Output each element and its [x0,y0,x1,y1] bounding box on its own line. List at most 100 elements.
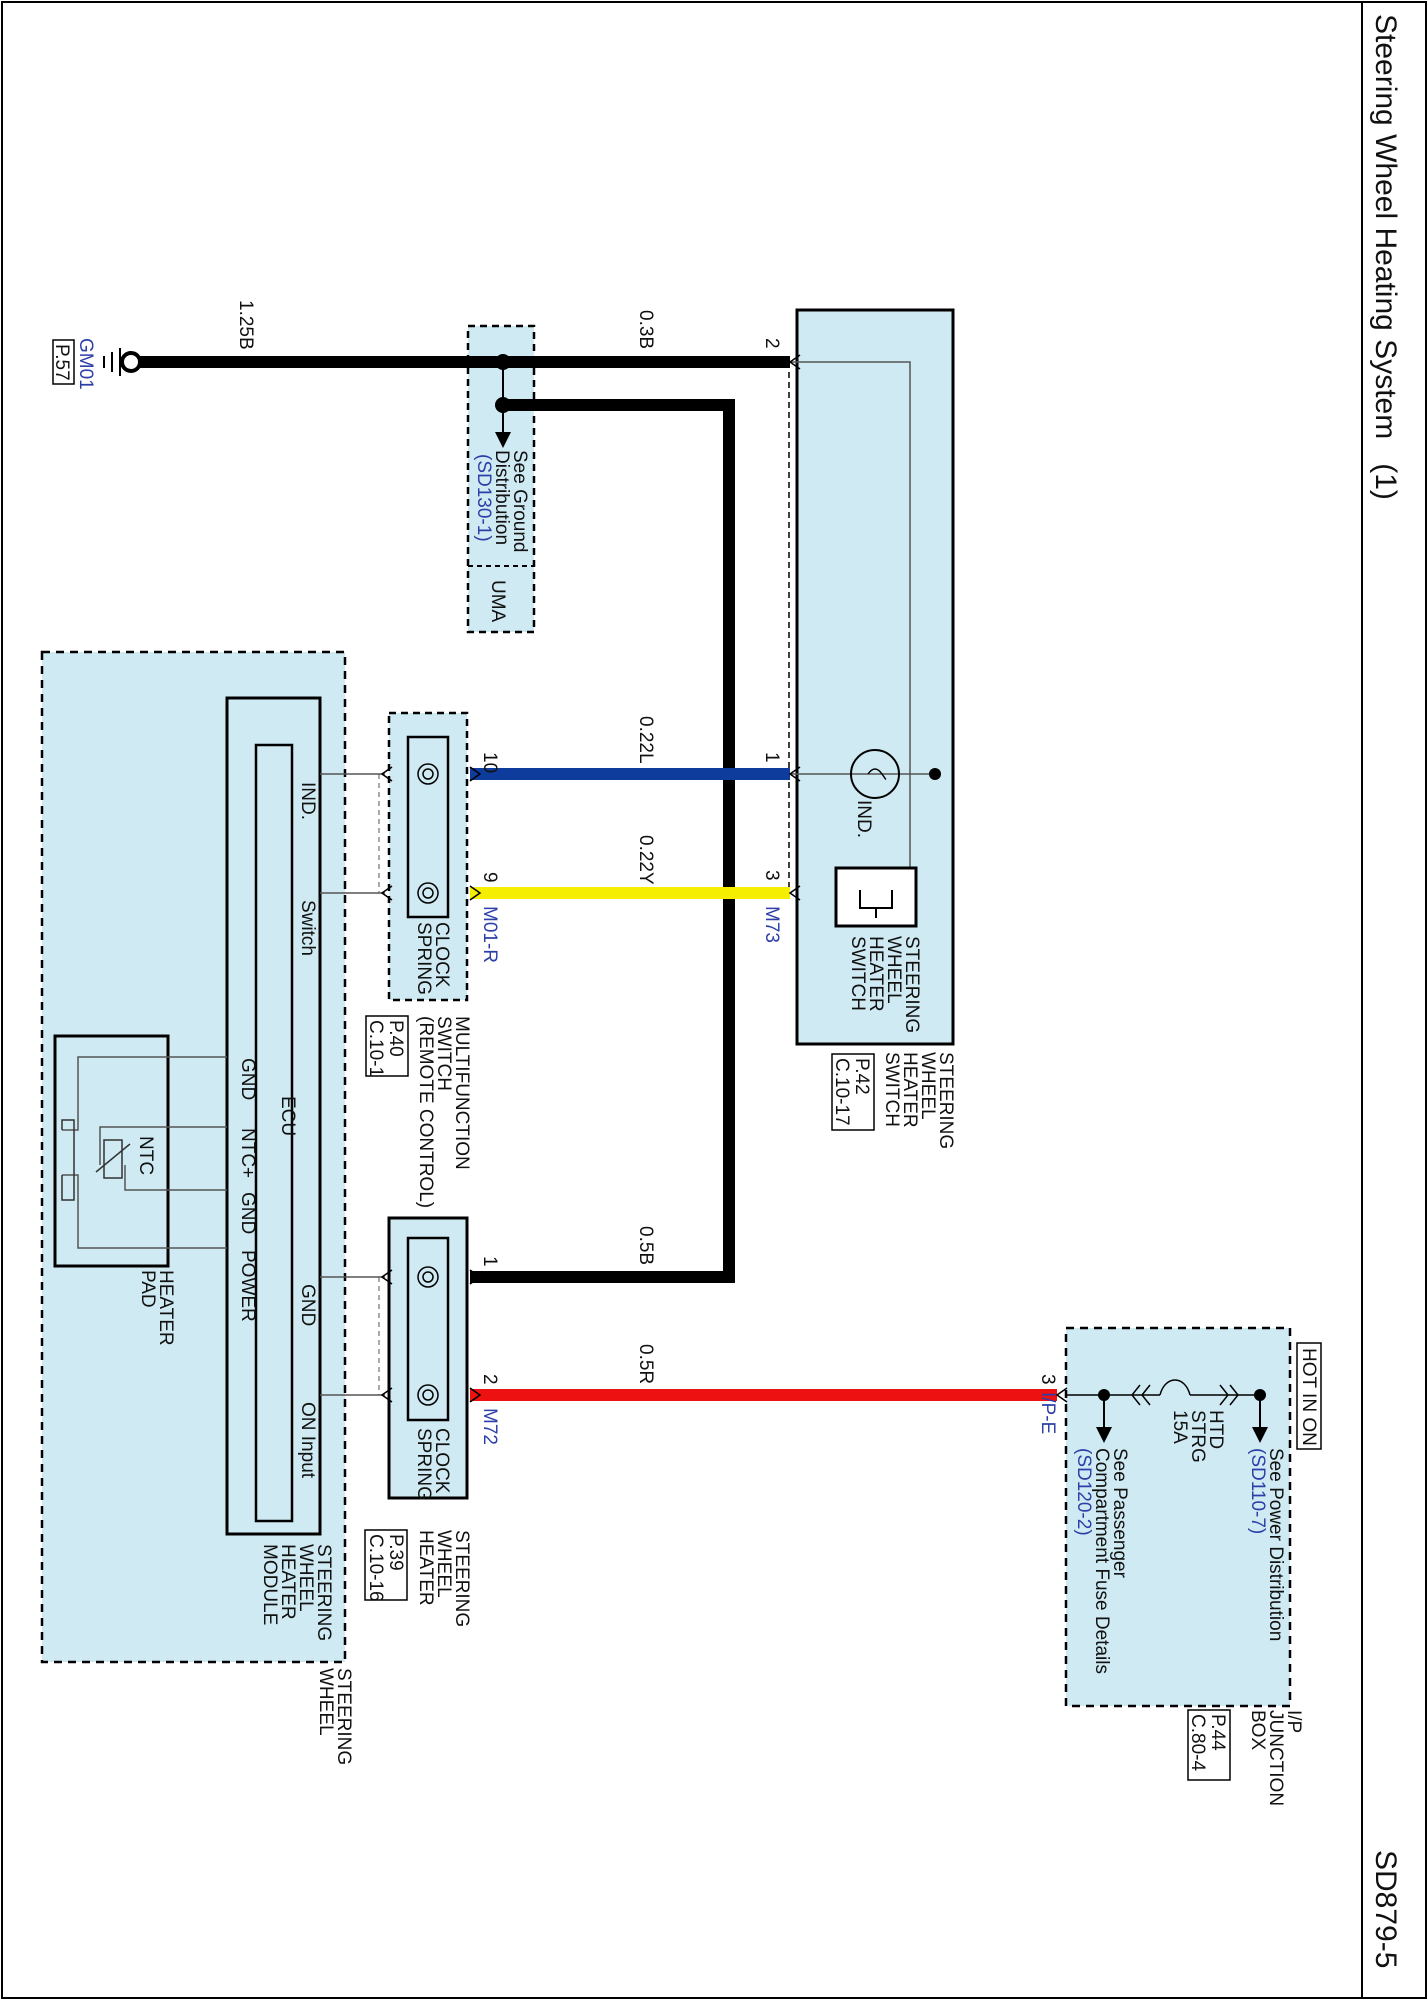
switch-pin-ind: 1 [761,752,782,763]
pad-wire-ntc [99,1126,227,1165]
ntc-label: NTC [135,1136,156,1175]
pad-wire-gnd [62,1056,227,1131]
module-pin-gnd: GND [297,1284,318,1326]
mf-clock-1: CLOCK [431,922,452,988]
switch-label-2: WHEEL [917,1052,938,1120]
module-label-4: MODULE [259,1544,280,1625]
heater-label-1: STEERING [451,1530,472,1627]
heater-clock-2: SPRING [413,1428,434,1501]
ground-name: GM01 [75,338,96,390]
connector-chevrons [380,354,1068,1403]
junction-connector: I/P-E [1037,1392,1058,1434]
wire-gnd-heater [470,399,735,1283]
see-pass-2: Compartment Fuse Details [1091,1448,1112,1674]
wire-gnd-heater-size: 0.5B [635,1226,656,1265]
switch-inner-4: SWITCH [847,936,868,1011]
diagram-title: Steering Wheel Heating System(1) [1369,14,1402,500]
lamp-filament [867,768,887,780]
see-ground-line2: Distribution [491,450,512,545]
junction-label-3: BOX [1247,1710,1268,1750]
multifunction-clock-inner [406,735,450,919]
wire-sw-size: 0.22Y [635,835,656,885]
module-pin-gnd-3: GND [237,1192,258,1234]
switch-label-1: STEERING [935,1052,956,1149]
pad-wire-power [62,1174,227,1249]
indicator-lamp-icon [850,749,900,799]
junction-ref-page: P.44 [1207,1714,1228,1751]
steering-wheel-label-1: STEERING [333,1668,354,1765]
module-pin-power: POWER [237,1250,258,1322]
mf-ref-page: P.40 [385,1020,406,1057]
module-label-2: WHEEL [295,1544,316,1612]
heater-ref-conn: C.10-16 [365,1534,386,1602]
wire-gnd-sw-size: 0.3B [635,310,656,349]
ntc-resistor [103,1139,123,1179]
mf-label-2: SWITCH [433,1016,454,1091]
heater-clock-inner [406,1236,450,1422]
steering-wheel-box [40,650,347,1664]
heater-ref-page: P.39 [385,1534,406,1571]
heater-pin-gnd: 1 [479,1256,500,1267]
mf-ref-conn: C.10-1 [365,1020,386,1077]
module-label-3: HEATER [277,1544,298,1620]
ntc-slash [95,1143,131,1173]
module-label-1: STEERING [313,1544,334,1641]
mf-connector: M01-R [479,906,500,963]
ecu-label: ECU [277,1096,298,1136]
module-pin-switch: Switch [297,900,318,956]
switch-ref-conn: C.10-17 [831,1058,852,1126]
heater-pad-box [53,1034,170,1268]
wire-ind-size: 0.22L [635,716,656,764]
mf-pin-ind: 10 [479,752,500,773]
junction-label-2: JUNCTION [1265,1710,1286,1806]
see-pass-1: See Passenger [1109,1448,1130,1579]
uma-box [466,324,536,634]
heater-clock-1: CLOCK [431,1428,452,1494]
page-code: SD879-5 [1369,1850,1402,1968]
see-power-text: See Power Distribution [1265,1448,1286,1641]
switch-inner-2: WHEEL [883,936,904,1004]
module-pin-on-input: ON Input [297,1402,318,1479]
heater-pad-2: PAD [137,1270,158,1308]
heater-label-3: HEATER [415,1530,436,1606]
ind-label: IND. [853,800,874,838]
heater-switch-box [795,308,955,1046]
hot-in-on-box [1296,1342,1322,1450]
ground-terminal [120,351,142,373]
mf-pin-sw: 9 [479,872,500,883]
fuse-name-2: STRG [1187,1410,1208,1463]
steering-wheel-label-2: WHEEL [315,1668,336,1736]
switch-ref-page: P.42 [851,1058,872,1095]
see-power-ref: (SD110-7) [1247,1448,1268,1534]
junction-ref-conn: C.80-4 [1187,1714,1208,1771]
fuse-rating: 15A [1169,1410,1190,1444]
module-pin-ntc: NTC+ [237,1128,258,1178]
switch-inner-3: HEATER [865,936,886,1012]
switch-pin-sw: 3 [761,870,782,881]
reference-boxes [52,339,1231,1781]
wire-pwr-size: 0.5R [635,1344,656,1384]
see-ground-line1: See Ground [509,450,530,552]
junction-label-1: I/P [1283,1710,1304,1733]
switch-inner-1: STEERING [901,936,922,1033]
fuse-name-1: HTD [1205,1410,1226,1449]
switch-pin-gnd: 2 [761,338,782,349]
fuse-gap [1160,1385,1190,1405]
ground-icon [103,348,121,376]
heater-pad-1: HEATER [155,1270,176,1346]
pad-wire-ntc-gnd [124,1165,227,1191]
fuse-icon [1159,1379,1191,1396]
heater-label-2: WHEEL [433,1530,454,1598]
module-pin-gnd-2: GND [237,1058,258,1100]
switch-junction-dot [929,768,941,780]
heater-pin-pwr: 2 [479,1374,500,1385]
switch-label-3: HEATER [899,1052,920,1128]
see-ground-ref: (SD130-1) [473,454,494,542]
ground-ref: P.57 [51,344,72,381]
wire-ground-size: 1.25B [235,300,256,350]
heater-connector: M72 [479,1408,500,1445]
ecu-box [254,743,294,1523]
uma-label: UMA [487,580,508,623]
